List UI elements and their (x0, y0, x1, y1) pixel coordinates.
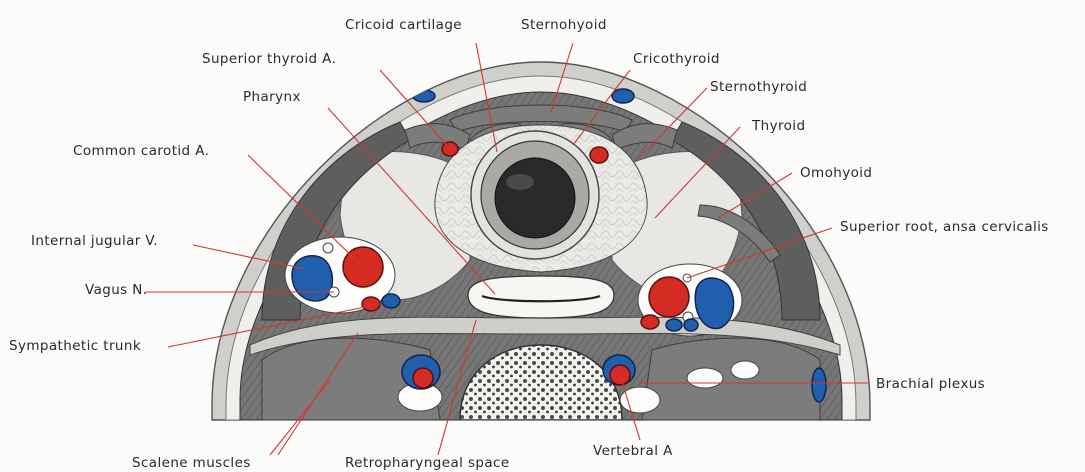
scalene-right (642, 338, 820, 420)
common-carotid-artery-right (649, 277, 689, 317)
label-cricothyroid: Cricothyroid (633, 51, 720, 67)
label-sternothyroid: Sternothyroid (710, 79, 807, 95)
vertebral-artery-left (413, 368, 433, 388)
ansa-cervicalis-left (323, 243, 333, 253)
label-omohyoid: Omohyoid (800, 165, 872, 181)
airway-highlight (506, 174, 534, 190)
sympathetic-trunk-vein-left (382, 294, 400, 308)
pharynx (468, 276, 614, 318)
airway-lumen (495, 158, 575, 238)
label-pharynx: Pharynx (243, 89, 301, 105)
label-common-carotid-a: Common carotid A. (73, 143, 209, 159)
vertebral-foramen-right (620, 387, 660, 413)
inferior-thyroid-vein-right (666, 319, 682, 331)
label-vagus-n: Vagus N. (85, 282, 148, 298)
label-sternohyoid: Sternohyoid (521, 17, 607, 33)
label-cricoid-cartilage: Cricoid cartilage (345, 17, 462, 33)
label-internal-jugular-v: Internal jugular V. (31, 233, 158, 249)
label-superior-thyroid-a: Superior thyroid A. (202, 51, 336, 67)
label-superior-root-ansa: Superior root, ansa cervicalis (840, 219, 1049, 235)
label-thyroid: Thyroid (751, 118, 805, 134)
label-retropharyngeal-space: Retropharyngeal space (345, 455, 510, 471)
superior-thyroid-artery-right (590, 147, 608, 163)
brachial-plexus-trunk-1 (687, 368, 723, 388)
label-scalene-muscles: Scalene muscles (132, 455, 251, 471)
label-sympathetic-trunk: Sympathetic trunk (9, 338, 141, 354)
brachial-plexus-trunk-2 (731, 361, 759, 379)
label-vertebral-a: Vertebral A (593, 443, 673, 459)
small-vein-right (684, 319, 698, 331)
external-jugular-vein-right (812, 368, 826, 402)
anterior-jugular-vein-right (612, 89, 634, 103)
inferior-thyroid-artery-right (641, 315, 659, 329)
label-brachial-plexus: Brachial plexus (876, 376, 985, 392)
